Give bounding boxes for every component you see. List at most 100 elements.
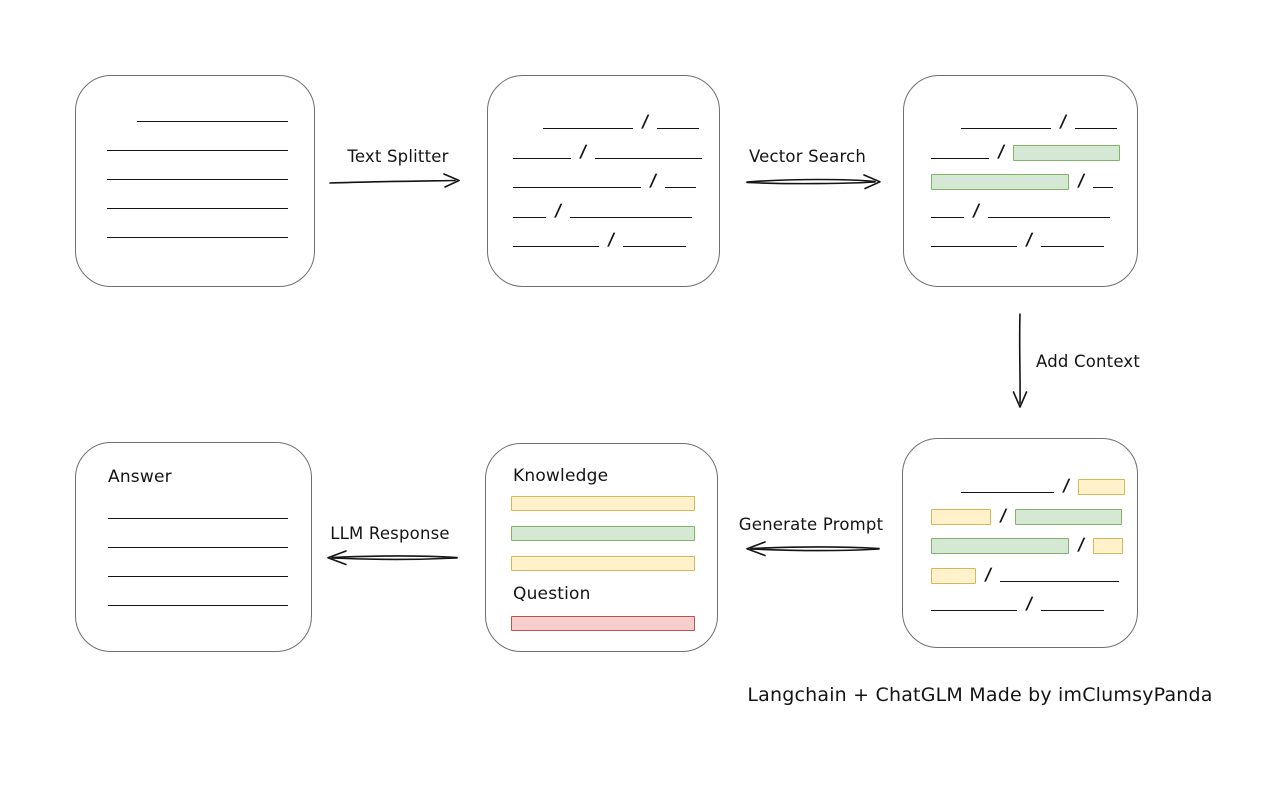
slash-separator: /	[998, 505, 1008, 526]
yellow-highlight-segment	[931, 508, 991, 525]
text-line	[107, 150, 288, 151]
text-segment	[543, 128, 633, 129]
chunk-row: /	[513, 141, 703, 162]
text-chunks-node: / / / / /	[487, 75, 720, 287]
chunk-row: /	[931, 112, 1120, 132]
slash-separator: /	[640, 112, 650, 132]
chunk-row: /	[931, 230, 1120, 250]
text-segment	[931, 216, 964, 218]
yellow-highlight-segment	[931, 567, 976, 584]
document-text-lines	[107, 121, 288, 238]
search-results-node: / / / / /	[903, 75, 1138, 287]
chunk-row: /	[931, 171, 1120, 191]
text-segment	[1093, 187, 1114, 188]
text-segment	[513, 187, 641, 188]
slash-separator: /	[983, 564, 993, 585]
text-segment	[1041, 246, 1105, 247]
chunk-row: /	[931, 535, 1125, 555]
chunk-row: /	[931, 505, 1125, 526]
text-line	[108, 547, 288, 548]
yellow-highlight-segment	[1078, 479, 1126, 495]
green-bar	[511, 526, 695, 541]
chunk-row: /	[513, 171, 702, 191]
text-segment	[1075, 128, 1118, 129]
text-line	[107, 179, 288, 180]
text-line	[108, 605, 288, 606]
text-segment	[931, 610, 1017, 611]
context-node: / / / / /	[902, 438, 1138, 648]
source-document-node	[75, 75, 315, 287]
right-arrow-icon	[329, 173, 460, 188]
chunk-row: /	[931, 594, 1125, 614]
text-segment	[931, 157, 989, 159]
chunk-rows: / / / / /	[513, 112, 703, 250]
yellow-bar	[511, 556, 695, 571]
text-line	[137, 121, 288, 122]
yellow-bar	[511, 496, 695, 511]
slash-separator: /	[996, 141, 1006, 162]
text-segment	[513, 216, 546, 218]
generate-prompt-label: Generate Prompt	[738, 515, 884, 534]
green-highlight-segment	[1013, 144, 1121, 161]
red-bar	[511, 616, 695, 631]
chunk-row: /	[931, 200, 1120, 221]
answer-text-lines	[108, 518, 288, 606]
text-segment	[595, 157, 703, 159]
right-arrow-icon	[746, 174, 881, 190]
slash-separator: /	[1024, 230, 1034, 250]
context-rows: / / / / /	[931, 476, 1126, 614]
answer-node: Answer	[75, 442, 312, 652]
text-segment	[513, 157, 571, 159]
left-arrow-icon	[327, 550, 458, 566]
add-context-label: Add Context	[1036, 352, 1141, 371]
text-segment	[623, 246, 687, 247]
text-segment	[1000, 580, 1120, 582]
green-highlight-segment	[931, 174, 1069, 190]
text-segment	[513, 246, 599, 247]
text-segment	[665, 187, 697, 188]
chunk-row: /	[931, 476, 1126, 496]
answer-label: Answer	[108, 467, 172, 487]
text-line	[107, 208, 288, 209]
slash-separator: /	[1061, 476, 1071, 496]
yellow-highlight-segment	[1093, 538, 1124, 554]
knowledge-bars	[511, 496, 695, 571]
slash-separator: /	[1076, 535, 1086, 555]
text-splitter-label: Text Splitter	[347, 147, 449, 166]
text-segment	[988, 216, 1111, 218]
slash-separator: /	[648, 171, 658, 191]
chunk-row: /	[513, 112, 702, 132]
text-segment	[931, 246, 1017, 247]
question-label: Question	[513, 584, 591, 604]
slash-separator: /	[578, 141, 588, 162]
chunk-row: /	[931, 564, 1125, 585]
vector-search-label: Vector Search	[748, 147, 867, 166]
llm-response-label: LLM Response	[330, 524, 450, 543]
slash-separator: /	[553, 200, 563, 221]
down-arrow-icon	[1012, 313, 1028, 408]
text-segment	[961, 492, 1054, 493]
prompt-node: Knowledge Question	[485, 443, 718, 652]
search-result-rows: / / / / /	[931, 112, 1121, 250]
text-segment	[1041, 610, 1105, 611]
knowledge-label: Knowledge	[513, 466, 609, 486]
slash-separator: /	[1024, 594, 1034, 614]
text-segment	[657, 128, 700, 129]
text-line	[107, 237, 288, 238]
left-arrow-icon	[746, 541, 880, 557]
text-line	[108, 576, 288, 577]
chunk-row: /	[513, 230, 702, 250]
diagram-caption: Langchain + ChatGLM Made by imClumsyPand…	[747, 684, 1213, 706]
slash-separator: /	[1058, 112, 1068, 132]
slash-separator: /	[606, 230, 616, 250]
chunk-row: /	[931, 141, 1121, 162]
text-segment	[961, 128, 1051, 129]
text-line	[108, 518, 288, 519]
green-highlight-segment	[931, 538, 1069, 554]
question-bar	[511, 616, 695, 631]
slash-separator: /	[971, 200, 981, 221]
chunk-row: /	[513, 200, 702, 221]
text-segment	[570, 216, 693, 218]
slash-separator: /	[1076, 171, 1086, 191]
